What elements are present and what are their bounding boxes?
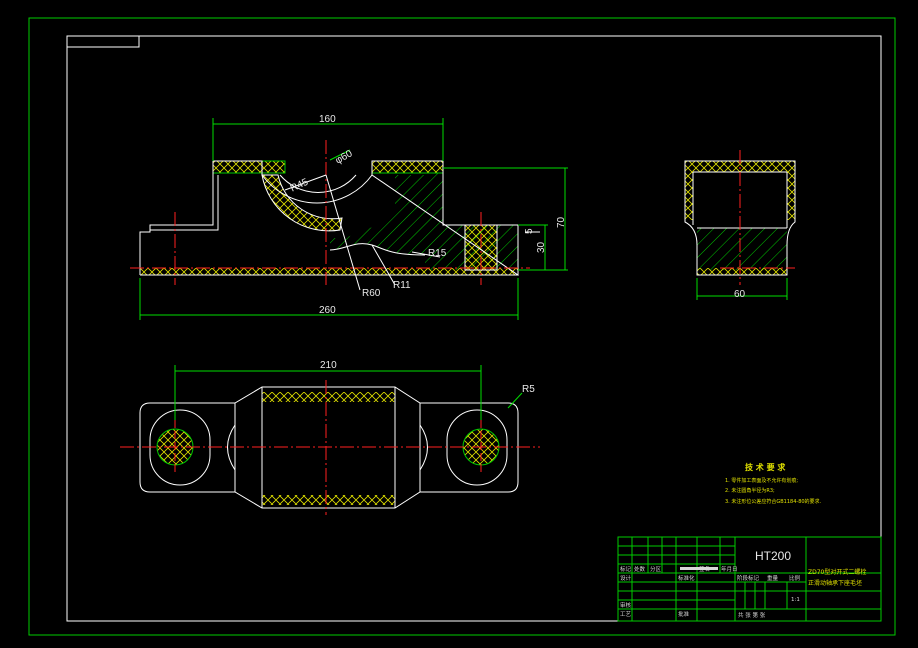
tb-sign: 签名 [699, 565, 710, 573]
top-surface-right [371, 160, 444, 174]
top-surface-left [212, 160, 286, 174]
side-view [684, 150, 796, 285]
plan-dimensions [174, 365, 523, 420]
dim-bore-dia: φ60 [334, 148, 355, 167]
tb-design: 设计 [620, 574, 632, 582]
plan-view [120, 380, 540, 515]
front-view [130, 140, 540, 291]
code-box [66, 35, 140, 48]
tech-req-title: 技 术 要 求 [745, 462, 786, 472]
dim-r15: R15 [428, 248, 447, 259]
dim-r5: R5 [522, 384, 535, 395]
bottom-surface [140, 268, 518, 275]
dim-5: 5 [524, 228, 535, 234]
tech-req-item-3: 3. 未注形位公差应符合GB1184-80的要求. [725, 498, 822, 505]
tb-stage: 阶段标记 [737, 574, 760, 582]
tb-standard: 标准化 [678, 574, 695, 582]
dim-r11: R11 [393, 280, 411, 291]
tb-date: 年月日 [721, 565, 738, 573]
scale: 1:1 [791, 597, 800, 603]
dim-260: 260 [319, 305, 336, 316]
dim-160: 160 [319, 114, 336, 125]
tb-zone: 分区 [650, 565, 662, 573]
dim-r60: R60 [362, 288, 381, 299]
tb-approve: 批准 [678, 610, 690, 618]
tb-count: 处数 [634, 565, 646, 573]
dim-60: 60 [734, 289, 746, 300]
tb-review: 审核 [620, 601, 632, 609]
title-block-mark [680, 567, 718, 570]
tb-ratio: 比例 [789, 574, 801, 582]
tb-process: 工艺 [620, 611, 632, 618]
dim-30: 30 [536, 241, 547, 253]
tb-sheet: 共 张 第 张 [738, 611, 766, 619]
front-dimensions [139, 118, 568, 320]
title-block [617, 536, 882, 622]
side-dimensions [696, 278, 788, 300]
inner-frame [66, 35, 882, 622]
tb-mark: 标记 [620, 565, 632, 573]
dim-70: 70 [556, 216, 567, 228]
tech-req-item-2: 2. 未注圆角半径为R3; [725, 487, 775, 494]
dim-210: 210 [320, 360, 337, 371]
plan-outline [139, 386, 519, 509]
tech-req-item-1: 1. 零件加工表面及不允许有划痕; [725, 477, 798, 484]
material: HT200 [755, 549, 791, 563]
tb-weight: 重量 [767, 574, 779, 582]
part-name-1: ZD70型对开式二螺栓 [808, 568, 866, 576]
part-name-2: 正滑动轴承下座毛坯 [808, 579, 862, 587]
outer-frame [28, 17, 896, 636]
